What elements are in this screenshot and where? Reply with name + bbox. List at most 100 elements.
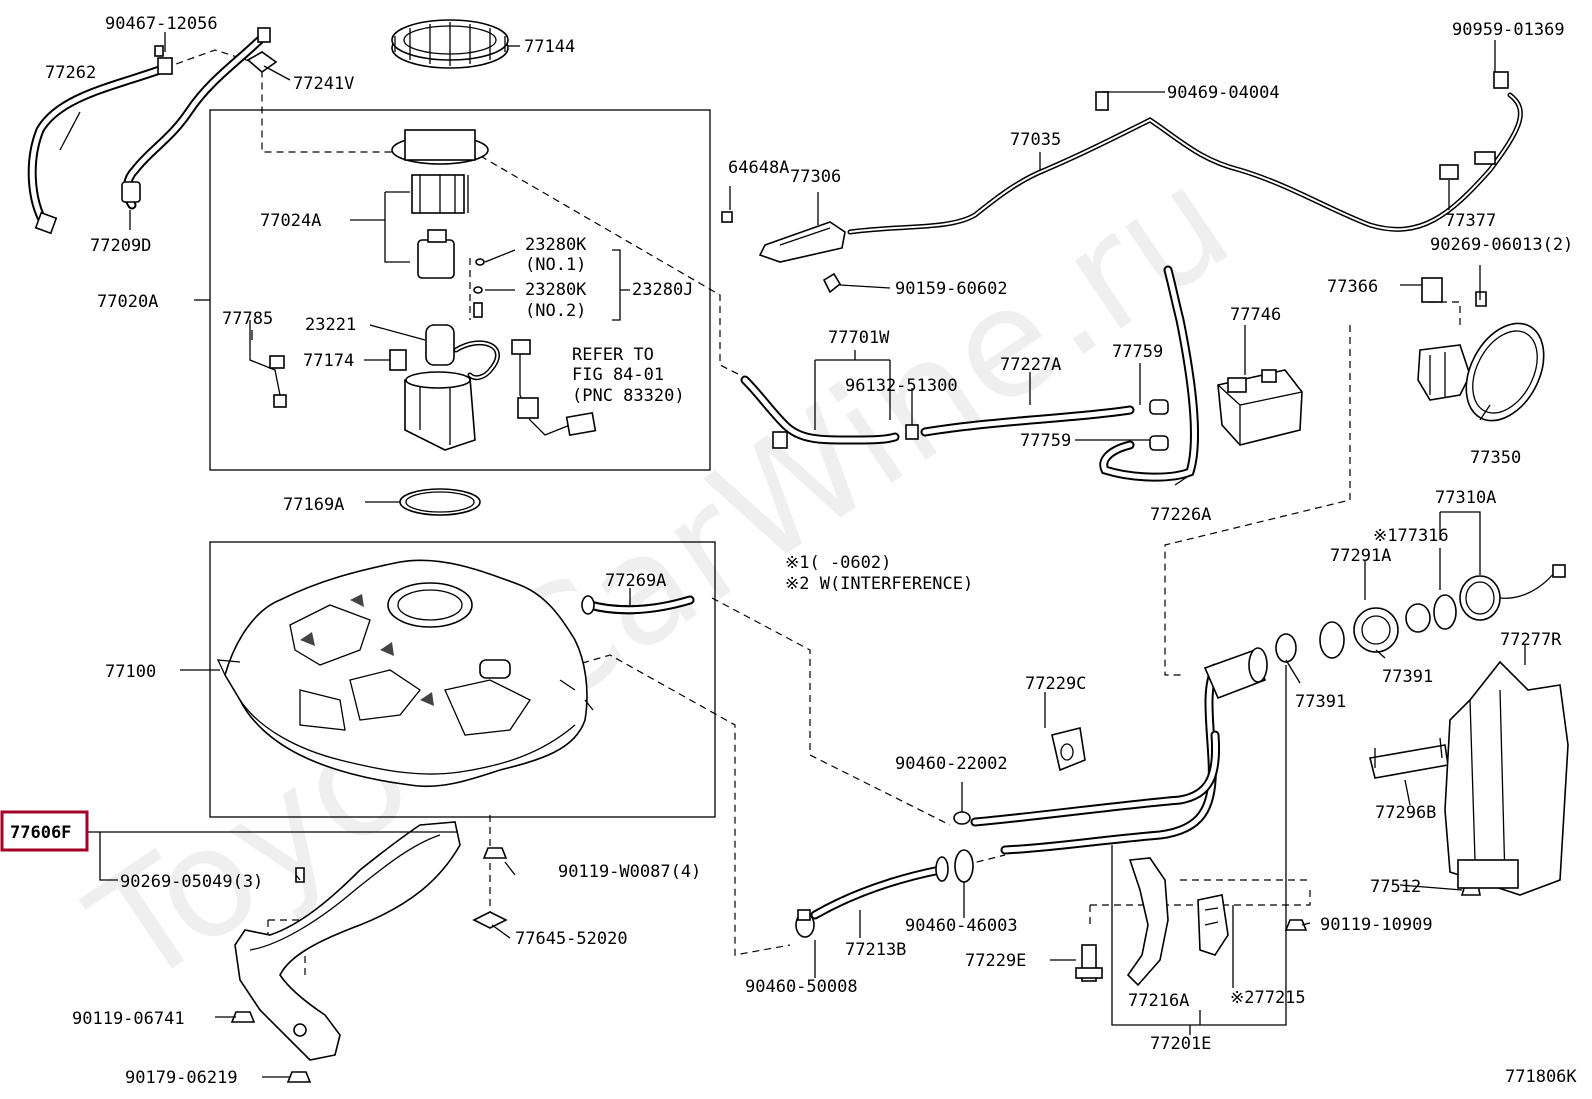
label-77296B[interactable]: 77296B <box>1375 803 1436 823</box>
label-23280J[interactable]: 23280J <box>632 280 693 300</box>
hose-77213B <box>810 856 949 920</box>
o-rings-23280K <box>469 258 485 320</box>
label-23280K-no2[interactable]: 23280K <box>525 280 587 300</box>
label-77024A[interactable]: 77024A <box>260 211 321 231</box>
fuel-lid-77350 <box>1465 322 1545 422</box>
fuel-pump-group-box <box>209 109 711 471</box>
label-77226A[interactable]: 77226A <box>1150 505 1211 525</box>
clamp-77229C <box>1051 727 1086 772</box>
label-77169A[interactable]: 77169A <box>283 495 344 515</box>
label-77262[interactable]: 77262 <box>45 63 96 83</box>
label-77229C[interactable]: 77229C <box>1025 674 1086 694</box>
label-90460-50008[interactable]: 90460-50008 <box>745 977 858 997</box>
refer-to-line3: (PNC 83320) <box>572 386 685 406</box>
label-77174[interactable]: 77174 <box>303 351 354 371</box>
label-77377[interactable]: 77377 <box>1445 211 1496 231</box>
label-no2: (NO.2) <box>525 301 586 321</box>
label-77391-right[interactable]: 77391 <box>1382 667 1433 687</box>
label-77512[interactable]: 77512 <box>1370 877 1421 897</box>
ring-77144 <box>391 19 509 69</box>
hose-77262 <box>27 63 170 235</box>
label-77215[interactable]: ※277215 <box>1230 988 1306 1008</box>
note-2: ※2 W(INTERFERENCE) <box>785 574 973 594</box>
label-77391-left[interactable]: 77391 <box>1295 692 1346 712</box>
label-90269-05049[interactable]: 90269-05049(3) <box>120 872 263 892</box>
bracket-77296B <box>1369 737 1449 779</box>
label-77229E[interactable]: 77229E <box>965 951 1026 971</box>
label-64648A[interactable]: 64648A <box>728 158 789 178</box>
hose-77269A <box>581 595 695 615</box>
highlight-box-77606F <box>0 810 89 852</box>
refer-to-line2[interactable]: FIG 84-01 <box>572 365 664 385</box>
label-90119-W0087[interactable]: 90119-W0087(4) <box>558 862 701 882</box>
label-77759-lower[interactable]: 77759 <box>1020 431 1071 451</box>
label-77701W[interactable]: 77701W <box>828 328 890 348</box>
fuel-sender-gauge <box>511 339 597 437</box>
label-77209D[interactable]: 77209D <box>90 236 151 256</box>
protector-77606F <box>234 821 461 1061</box>
label-77366[interactable]: 77366 <box>1327 277 1378 297</box>
label-90119-10909[interactable]: 90119-10909 <box>1320 915 1433 935</box>
label-77291A[interactable]: 77291A <box>1330 546 1391 566</box>
pipes-77226A <box>1099 265 1200 482</box>
label-90467-12056[interactable]: 90467-12056 <box>105 14 218 34</box>
label-77035[interactable]: 77035 <box>1010 130 1061 150</box>
label-90460-22002[interactable]: 90460-22002 <box>895 754 1008 774</box>
fuel-pump-assembly <box>389 129 500 451</box>
wire-77785 <box>249 320 287 408</box>
label-77100[interactable]: 77100 <box>105 662 156 682</box>
leader-lines <box>59 32 1526 1078</box>
label-no1: (NO.1) <box>525 255 586 275</box>
note-1: ※1( -0602) <box>785 553 891 573</box>
fuel-tank-77100 <box>216 559 594 788</box>
refer-to-line1: REFER TO <box>572 345 654 365</box>
hose-77701W <box>740 375 919 449</box>
label-23221[interactable]: 23221 <box>305 315 356 335</box>
part-labels: 90467-12056 77262 77241V 77144 90959-013… <box>0 14 1577 1088</box>
label-77350[interactable]: 77350 <box>1470 448 1521 468</box>
gasket-77169A <box>399 488 481 516</box>
label-77241V[interactable]: 77241V <box>293 74 354 94</box>
hose-77227A <box>920 405 1135 437</box>
label-77645-52020[interactable]: 77645-52020 <box>515 929 628 949</box>
fasteners <box>230 211 1487 1083</box>
label-77213B[interactable]: 77213B <box>845 940 906 960</box>
label-77746[interactable]: 77746 <box>1230 305 1281 325</box>
label-77216A[interactable]: 77216A <box>1128 991 1189 1011</box>
label-77316[interactable]: ※177316 <box>1373 526 1449 546</box>
cable-77035 <box>847 71 1523 235</box>
fuel-tank-group-box <box>209 541 716 818</box>
label-77227A[interactable]: 77227A <box>1000 355 1061 375</box>
label-77310A[interactable]: 77310A <box>1435 488 1496 508</box>
filler-pipe-77201E <box>970 647 1268 855</box>
opener-77306 <box>758 221 846 263</box>
label-77269A[interactable]: 77269A <box>605 571 666 591</box>
label-96132-51300[interactable]: 96132-51300 <box>845 376 958 396</box>
label-77277R[interactable]: 77277R <box>1500 630 1562 650</box>
label-90959-01369[interactable]: 90959-01369 <box>1452 20 1565 40</box>
filler-cap-assembly <box>1275 564 1566 663</box>
hose-77209D <box>121 27 271 210</box>
protector-77277R <box>1444 660 1569 896</box>
label-77785[interactable]: 77785 <box>222 309 273 329</box>
label-90469-04004[interactable]: 90469-04004 <box>1167 83 1280 103</box>
label-90179-06219[interactable]: 90179-06219 <box>125 1068 238 1088</box>
label-77606F[interactable]: 77606F <box>10 823 71 843</box>
label-77020A[interactable]: 77020A <box>97 292 158 312</box>
label-23280K-no1[interactable]: 23280K <box>525 235 587 255</box>
clip-77229E <box>1075 944 1103 982</box>
canister-77746 <box>1217 369 1303 446</box>
clamp-77241V <box>246 51 278 74</box>
hose-clamps <box>795 811 974 938</box>
label-77306[interactable]: 77306 <box>790 167 841 187</box>
label-90119-06741[interactable]: 90119-06741 <box>72 1009 185 1029</box>
label-90460-46003[interactable]: 90460-46003 <box>905 916 1018 936</box>
bracket-77216A <box>1126 857 1229 987</box>
label-77144[interactable]: 77144 <box>524 37 575 57</box>
label-90159-60602[interactable]: 90159-60602 <box>895 279 1008 299</box>
label-77201E[interactable]: 77201E <box>1150 1034 1211 1054</box>
fuel-lid-hinge-77366 <box>1417 277 1471 401</box>
label-77759-upper[interactable]: 77759 <box>1112 342 1163 362</box>
label-90269-06013[interactable]: 90269-06013(2) <box>1430 235 1573 255</box>
